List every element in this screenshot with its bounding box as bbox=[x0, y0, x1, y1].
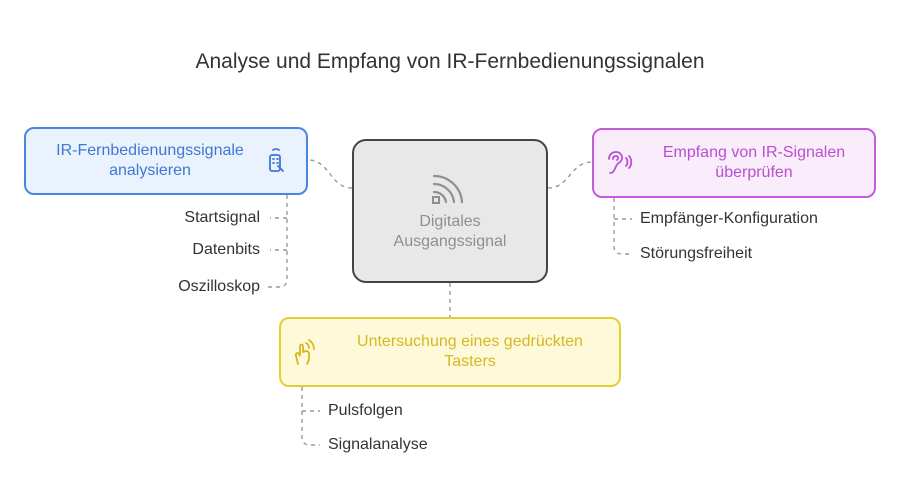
diagram-title: Analyse und Empfang von IR-Fernbedienung… bbox=[195, 50, 705, 73]
remote-control-icon bbox=[265, 148, 287, 174]
wifi-signal-icon bbox=[430, 170, 470, 204]
central-node-label: Digitales Ausgangssignal bbox=[393, 213, 507, 250]
child-oszilloskop: Oszilloskop bbox=[178, 278, 260, 295]
central-node[interactable]: Digitales Ausgangssignal bbox=[352, 139, 548, 283]
child-datenbits: Datenbits bbox=[192, 241, 260, 258]
node-button-press[interactable]: Untersuchung eines gedrückten Tasters bbox=[279, 317, 621, 387]
connector-signal-reception-children bbox=[613, 198, 632, 255]
child-empfaenger-konfiguration: Empfänger-Konfiguration bbox=[640, 210, 818, 227]
connector-ir-analysis-children bbox=[268, 195, 288, 288]
node-button-press-label: Untersuchung eines gedrückten Tasters bbox=[357, 333, 583, 370]
connector-center-to-signal-reception bbox=[547, 161, 593, 189]
node-signal-reception-label: Empfang von IR-Signalen überprüfen bbox=[662, 144, 846, 181]
child-pulsfolgen: Pulsfolgen bbox=[328, 402, 403, 419]
ear-sound-icon bbox=[604, 149, 634, 177]
child-startsignal: Startsignal bbox=[184, 209, 260, 226]
connector-button-press-children bbox=[301, 387, 320, 446]
node-ir-analysis-label: IR-Fernbedienungssignale analysieren bbox=[56, 142, 244, 179]
child-signalanalyse: Signalanalyse bbox=[328, 436, 428, 453]
node-signal-reception[interactable]: Empfang von IR-Signalen überprüfen bbox=[592, 128, 876, 198]
child-stoerungsfreiheit: Störungsfreiheit bbox=[640, 245, 753, 262]
node-ir-analysis[interactable]: IR-Fernbedienungssignale analysieren bbox=[24, 127, 308, 195]
hand-press-icon bbox=[290, 338, 320, 366]
connector-center-to-ir-analysis bbox=[307, 159, 353, 189]
